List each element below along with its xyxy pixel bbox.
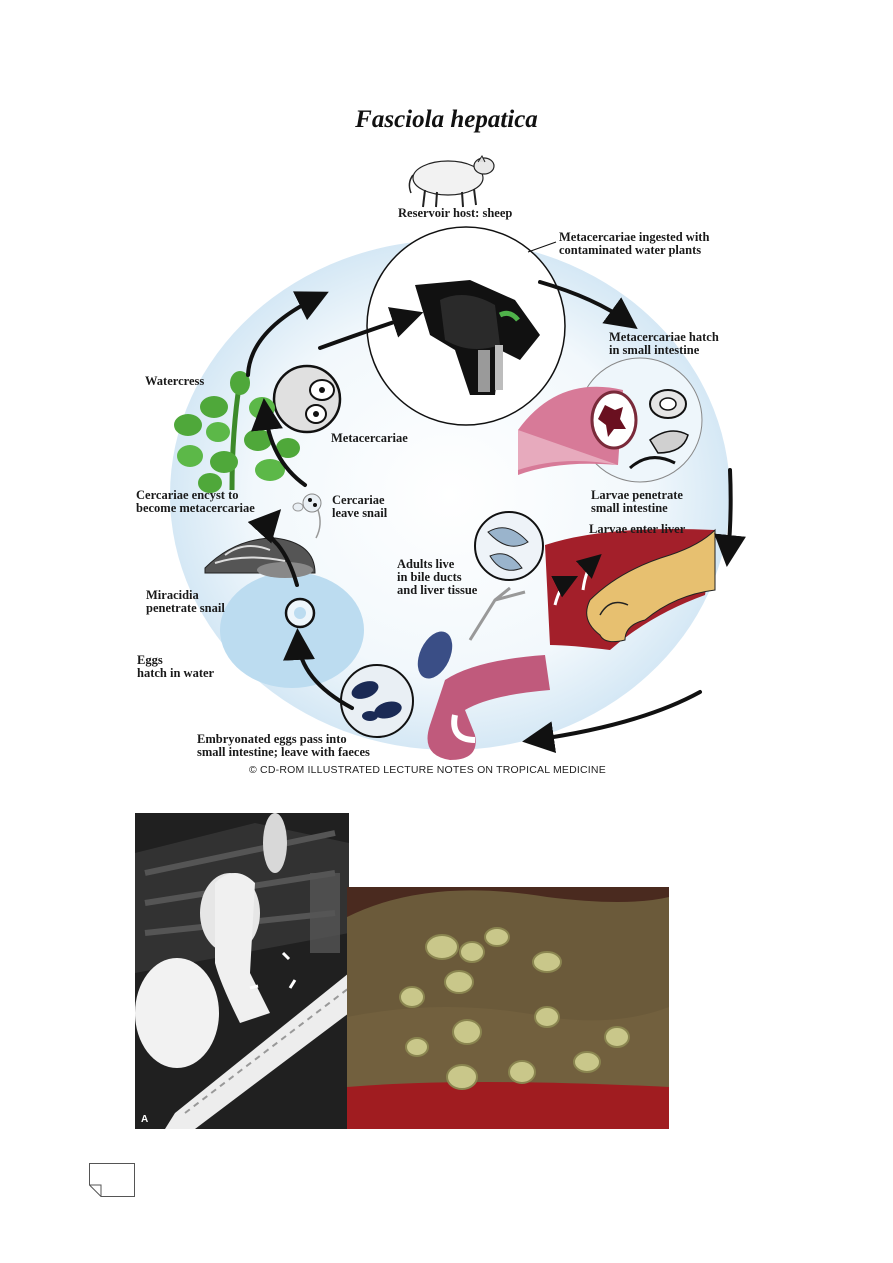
label-larvae-enter-liver: Larvae enter liver	[589, 522, 686, 536]
label-embryonated-eggs: Embryonated eggs pass into small intesti…	[197, 732, 370, 759]
label-metacercariae: Metacercariae	[331, 431, 408, 445]
cycle-arrows	[246, 280, 746, 754]
label-reservoir-host: Reservoir host: sheep	[398, 206, 513, 220]
label-metacercariae-ingested: Metacercariae ingested with contaminated…	[559, 230, 710, 257]
lifecycle-diagram	[170, 155, 746, 760]
cercariae-illustration	[292, 493, 322, 539]
water-circle	[220, 572, 364, 688]
label-watercress: Watercress	[145, 374, 205, 388]
metacercariae-circle	[272, 364, 342, 434]
xray-panel-letter: A	[141, 1114, 149, 1125]
page-title: Fasciola hepatica	[355, 106, 538, 133]
label-cercariae-leave: Cercariae leave snail	[332, 493, 388, 520]
copyright-line: © CD-ROM ILLUSTRATED LECTURE NOTES ON TR…	[249, 764, 606, 776]
label-cercariae-encyst: Cercariae encyst to become metacercariae	[136, 488, 255, 515]
label-eggs-hatch: Eggs hatch in water	[137, 653, 215, 680]
sheep-illustration	[408, 155, 495, 208]
label-metacercariae-hatch: Metacercariae hatch in small intestine	[609, 330, 719, 357]
eggs-circle	[340, 664, 414, 738]
label-larvae-penetrate: Larvae penetrate small intestine	[591, 488, 683, 515]
label-miracidia: Miracidia penetrate snail	[146, 588, 225, 615]
page-corner-icon	[89, 1163, 135, 1197]
label-adults-live: Adults live in bile ducts and liver tiss…	[397, 557, 478, 597]
liver-specimen-photo	[347, 887, 669, 1129]
xray-photo: A	[135, 813, 349, 1129]
